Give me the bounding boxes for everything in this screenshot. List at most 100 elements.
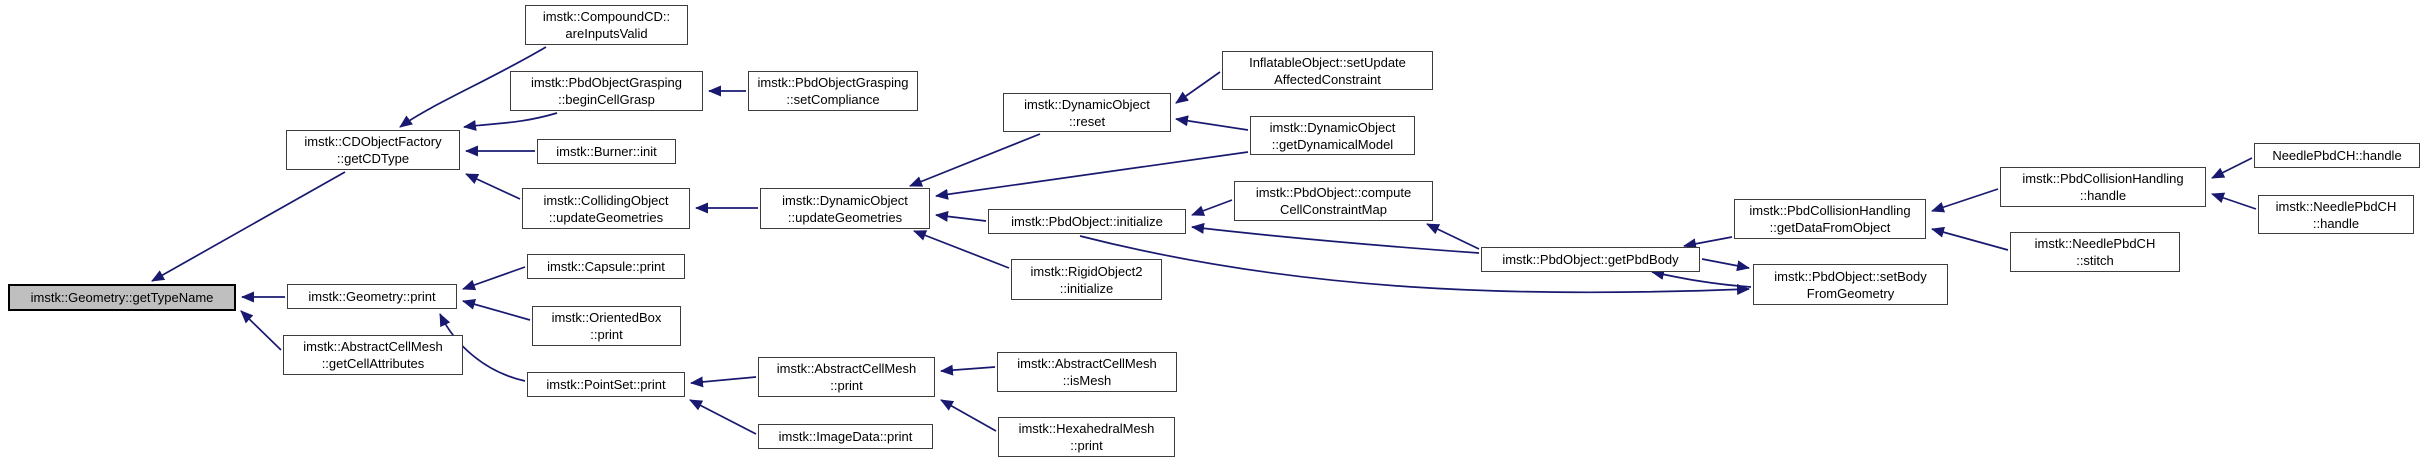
node-hexPrint[interactable]: imstk::HexahedralMesh::print bbox=[998, 417, 1175, 457]
node-label-line: imstk::AbstractCellMesh bbox=[776, 361, 917, 376]
node-label-line: FromGeometry bbox=[1806, 285, 1895, 301]
node-label-line: ::print bbox=[830, 378, 863, 393]
node-areInputsValid[interactable]: imstk::CompoundCD::areInputsValid bbox=[525, 5, 688, 45]
node-dynReset[interactable]: imstk::DynamicObject::reset bbox=[1003, 93, 1171, 132]
node-getCDType[interactable]: imstk::CDObjectFactory::getCDType bbox=[286, 130, 460, 170]
edge-computeCCM-pbdInit bbox=[1191, 199, 1233, 216]
node-label-line: imstk::HexahedralMesh bbox=[1018, 421, 1155, 436]
node-label-line: imstk::RigidObject2 bbox=[1030, 263, 1143, 279]
node-setCompliance[interactable]: imstk::PbdObjectGrasping::setCompliance bbox=[748, 71, 918, 111]
node-label-line: InflatableObject::setUpdate bbox=[1249, 54, 1406, 70]
node-label-line: imstk::Geometry::getTypeName bbox=[30, 290, 214, 305]
node-label-line: ::stitch bbox=[2076, 253, 2114, 268]
node-label-line: imstk::PbdObject::setBody bbox=[1774, 268, 1927, 284]
node-getDataFromObject[interactable]: imstk::PbdCollisionHandling::getDataFrom… bbox=[1734, 199, 1926, 239]
node-label-line: imstk::NeedlePbdCH bbox=[2034, 236, 2156, 251]
edge-pointSetPrint-geoPrint bbox=[439, 313, 526, 382]
edge-needleHandle2-pbdCHhandle bbox=[2211, 192, 2257, 210]
edge-beginCellGrasp-getCDType bbox=[463, 112, 558, 131]
node-label-line: ::getCellAttributes bbox=[321, 356, 425, 371]
node-label-line: imstk::ImageData::print bbox=[778, 429, 913, 444]
edge-pbdCHhandle-getDataFromObject bbox=[1931, 188, 1999, 213]
node-label-line: imstk::AbstractCellMesh bbox=[1017, 356, 1157, 371]
edge-acmPrint-pointSetPrint bbox=[690, 376, 757, 388]
edge-capsulePrint-geoPrint bbox=[462, 266, 526, 291]
node-rigidInit[interactable]: imstk::RigidObject2::initialize bbox=[1011, 259, 1162, 300]
node-label-line: ::reset bbox=[1068, 113, 1106, 129]
node-label-line: ::beginCellGrasp bbox=[558, 92, 655, 107]
edge-pbdInit-setBodyFromGeo bbox=[1079, 235, 1750, 295]
node-needleHandle2[interactable]: imstk::NeedlePbdCH::handle bbox=[2258, 195, 2414, 234]
node-label-line: areInputsValid bbox=[565, 26, 648, 41]
node-label-line: ::updateGeometries bbox=[548, 209, 664, 225]
node-needleStitch[interactable]: imstk::NeedlePbdCH::stitch bbox=[2010, 232, 2180, 272]
node-getDynModel[interactable]: imstk::DynamicObject::getDynamicalModel bbox=[1250, 116, 1415, 155]
edge-getPbdBody-setBodyFromGeo bbox=[1701, 258, 1750, 272]
node-label-line: ::print bbox=[1070, 438, 1103, 453]
node-label-line: imstk::OrientedBox bbox=[551, 310, 662, 325]
node-label-line: imstk::CompoundCD:: bbox=[542, 9, 671, 24]
edge-getDynModel-dynReset bbox=[1175, 115, 1249, 131]
node-label-line: CellConstraintMap bbox=[1280, 202, 1387, 217]
node-getPbdBody[interactable]: imstk::PbdObject::getPbdBody bbox=[1481, 247, 1700, 272]
node-imageDataPrint[interactable]: imstk::ImageData::print bbox=[758, 424, 933, 449]
node-capsulePrint[interactable]: imstk::Capsule::print bbox=[527, 254, 685, 279]
edge-getDataFromObject-getPbdBody bbox=[1683, 236, 1733, 250]
node-label-line: imstk::AbstractCellMesh bbox=[303, 339, 443, 354]
node-label-line: imstk::PbdObject::initialize bbox=[1011, 214, 1163, 229]
node-getTypeName: imstk::Geometry::getTypeName bbox=[8, 284, 236, 311]
node-label-line: imstk::Geometry::print bbox=[308, 289, 436, 304]
edge-needleHandle1-pbdCHhandle bbox=[2211, 157, 2253, 179]
node-label-line: imstk::PbdObject::compute bbox=[1255, 185, 1412, 200]
node-label-line: imstk::CDObjectFactory bbox=[304, 134, 442, 149]
node-label-line: NeedlePbdCH::handle bbox=[2272, 148, 2402, 163]
edge-getDynModel-dynUpdateGeo bbox=[935, 151, 1249, 200]
node-label-line: imstk::PbdCollisionHandling bbox=[2022, 171, 2184, 186]
node-label-line: imstk::Burner::init bbox=[556, 144, 657, 159]
edge-needleStitch-getDataFromObject bbox=[1931, 226, 2009, 251]
edge-dynReset-dynUpdateGeo bbox=[909, 133, 1041, 187]
node-beginCellGrasp[interactable]: imstk::PbdObjectGrasping::beginCellGrasp bbox=[510, 71, 703, 111]
node-label-line: ::handle bbox=[2079, 188, 2127, 203]
node-pointSetPrint[interactable]: imstk::PointSet::print bbox=[527, 372, 685, 397]
node-acmPrint[interactable]: imstk::AbstractCellMesh::print bbox=[758, 357, 935, 397]
edge-hexPrint-acmPrint bbox=[940, 399, 997, 432]
node-pbdInit[interactable]: imstk::PbdObject::initialize bbox=[988, 209, 1186, 234]
edge-getCDType-getTypeName bbox=[151, 171, 346, 282]
edge-areInputsValid-getCDType bbox=[399, 46, 547, 128]
node-label-line: imstk::Capsule::print bbox=[547, 259, 665, 274]
node-label-line: ::print bbox=[590, 327, 623, 342]
node-orientedBoxPrint[interactable]: imstk::OrientedBox::print bbox=[532, 306, 681, 346]
edge-getCellAttrs-getTypeName bbox=[240, 310, 282, 351]
node-label-line: imstk::PbdCollisionHandling bbox=[1749, 203, 1911, 218]
node-isMesh[interactable]: imstk::AbstractCellMesh::isMesh bbox=[997, 352, 1177, 392]
node-label-line: imstk::PointSet::print bbox=[546, 377, 666, 392]
node-burnerInit[interactable]: imstk::Burner::init bbox=[537, 139, 676, 164]
node-label-line: imstk::NeedlePbdCH bbox=[2275, 198, 2397, 214]
edge-collUpdateGeo-getCDType bbox=[465, 173, 521, 200]
edge-orientedBoxPrint-geoPrint bbox=[462, 298, 531, 321]
node-label-line: imstk::DynamicObject bbox=[1024, 96, 1150, 112]
node-label-line: ::handle bbox=[2312, 215, 2360, 231]
node-collUpdateGeo[interactable]: imstk::CollidingObject::updateGeometries bbox=[522, 188, 690, 229]
node-label-line: imstk::PbdObject::getPbdBody bbox=[1502, 252, 1679, 267]
edge-rigidInit-dynUpdateGeo bbox=[913, 230, 1010, 269]
node-label-line: imstk::CollidingObject bbox=[543, 192, 669, 208]
edge-getPbdBody-pbdInit bbox=[1191, 222, 1480, 254]
node-getCellAttrs[interactable]: imstk::AbstractCellMesh::getCellAttribut… bbox=[283, 335, 463, 375]
node-dynUpdateGeo[interactable]: imstk::DynamicObject::updateGeometries bbox=[760, 188, 930, 229]
node-pbdCHhandle[interactable]: imstk::PbdCollisionHandling::handle bbox=[2000, 167, 2206, 207]
node-label-line: AffectedConstraint bbox=[1274, 71, 1381, 87]
node-label-line: imstk::PbdObjectGrasping bbox=[757, 75, 909, 90]
node-label-line: ::getDataFromObject bbox=[1769, 220, 1891, 235]
node-label-line: ::isMesh bbox=[1062, 373, 1112, 388]
node-label-line: ::initialize bbox=[1059, 280, 1114, 296]
node-geoPrint[interactable]: imstk::Geometry::print bbox=[287, 284, 457, 309]
node-needleHandle1[interactable]: NeedlePbdCH::handle bbox=[2254, 143, 2420, 168]
node-label-line: imstk::PbdObjectGrasping bbox=[530, 75, 682, 90]
